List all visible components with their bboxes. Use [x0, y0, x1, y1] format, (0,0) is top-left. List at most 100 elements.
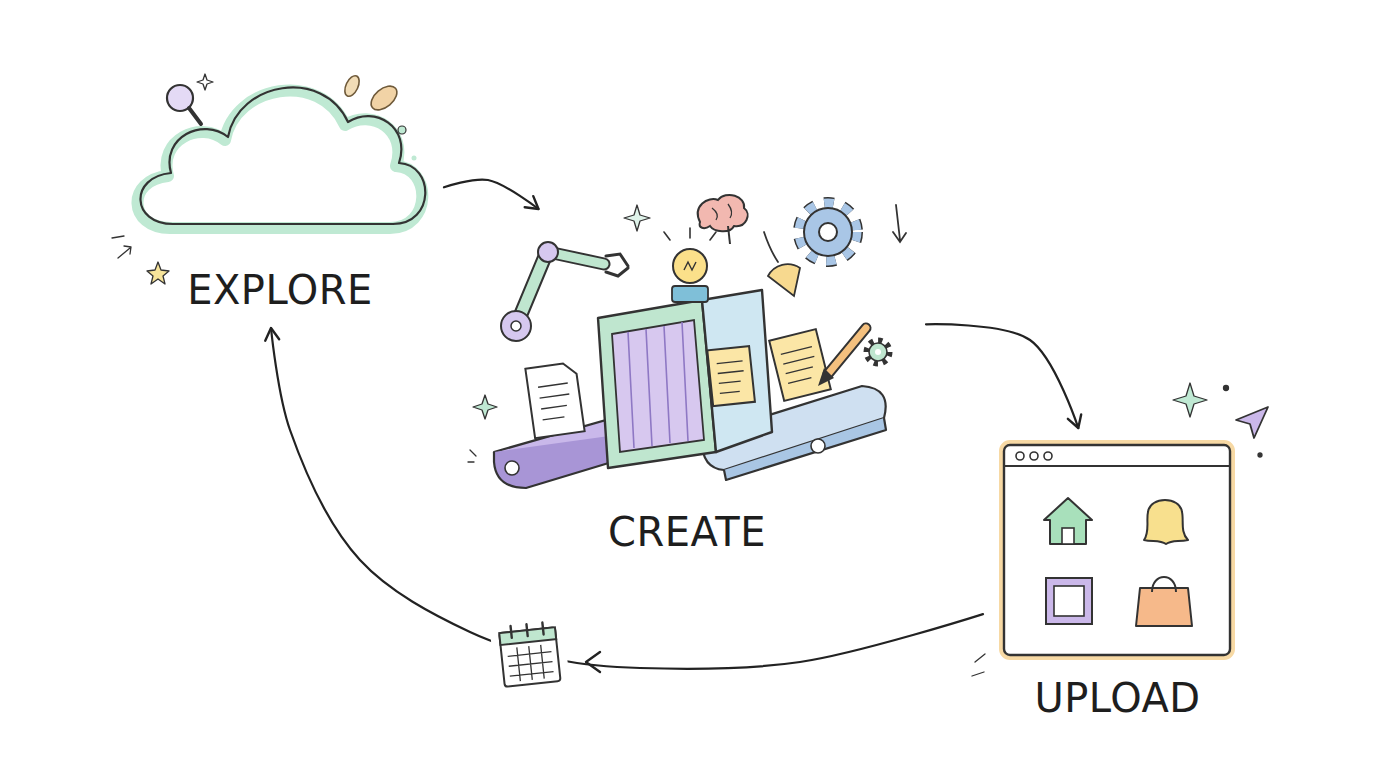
- document-icons: [525, 362, 584, 438]
- leaf-icons: [412, 156, 417, 161]
- gear-icons: [875, 349, 881, 355]
- document-icons: [525, 362, 584, 438]
- send-icon: [1236, 407, 1268, 438]
- sparkle-marks: [468, 450, 476, 462]
- browser-window: [1054, 586, 1084, 616]
- browser-window: [1004, 465, 1230, 467]
- send-icon: [1236, 407, 1268, 438]
- conveyor-belt: [505, 461, 519, 475]
- window-node: UPLOAD: [995, 438, 1240, 722]
- browser-window: [1004, 445, 1230, 655]
- flow-arrow: [926, 324, 1078, 428]
- magnifier-icon: [189, 108, 201, 124]
- stage-label: EXPLORE: [130, 266, 430, 314]
- document-icons: [707, 346, 755, 406]
- sparkle-marks: [473, 395, 497, 419]
- browser-window: [1062, 528, 1074, 544]
- sparkle-marks: [624, 205, 650, 231]
- robot-arm: [606, 254, 628, 276]
- robot-arm: [501, 242, 628, 341]
- browser-window: [1016, 452, 1024, 460]
- gear-icons: [800, 204, 856, 260]
- document-icons: [769, 329, 831, 401]
- calendar-icon: [511, 623, 544, 638]
- sparkle-marks: [972, 654, 985, 676]
- gear-icons: [764, 204, 906, 363]
- browser-window: [1044, 498, 1092, 544]
- document-icons: [538, 383, 572, 420]
- brain-icon: [698, 195, 748, 231]
- gear-icons: [819, 223, 837, 241]
- gear-icons: [764, 205, 906, 262]
- browser-window: [1004, 445, 1230, 655]
- sparkle-marks: [197, 74, 213, 90]
- lightbulb-icon: [664, 228, 716, 240]
- brain-icon: [728, 226, 730, 244]
- sparkle-marks: [112, 236, 124, 238]
- leaf-icons: [398, 126, 406, 134]
- brain-icon: [712, 204, 732, 220]
- sparkle-marks: [147, 262, 169, 284]
- pencil-icon: [818, 368, 834, 386]
- stage-label-text: CREATE: [604, 509, 770, 555]
- sparkle-marks: [1258, 453, 1262, 457]
- document-icons: [525, 329, 830, 438]
- robot-arm: [538, 242, 558, 262]
- stage-label: UPLOAD: [995, 674, 1240, 722]
- machine-body: [702, 290, 772, 452]
- browser-window: [1046, 578, 1092, 624]
- leaf-icons: [367, 81, 402, 114]
- machine-body: [672, 286, 708, 302]
- gear-icons: [804, 208, 852, 256]
- machine-node: CREATE: [462, 205, 912, 556]
- flow-arrow: [444, 180, 539, 209]
- machine-body: [598, 300, 716, 468]
- sparkle-marks: [1173, 383, 1207, 417]
- pencil-icon: [828, 328, 866, 374]
- document-icons: [707, 346, 755, 406]
- leaf-icons: [342, 73, 362, 98]
- browser-window: [1044, 452, 1052, 460]
- sparkle-marks: [112, 74, 1262, 676]
- arrow-head-mark: [586, 652, 600, 672]
- pencil-icon: [828, 328, 866, 374]
- robot-arm: [501, 311, 531, 341]
- gear-icons: [867, 341, 889, 363]
- calendar-icon: [499, 627, 560, 687]
- document-icons: [717, 361, 746, 394]
- browser-window: [1136, 588, 1192, 626]
- lightbulb-icon: [664, 228, 716, 283]
- browser-window: [1152, 577, 1176, 592]
- arrow-head-mark: [586, 652, 600, 672]
- lightbulb-icon: [684, 262, 696, 270]
- lightbulb-icon: [673, 249, 707, 283]
- sparkle-marks: [1224, 386, 1229, 391]
- calendar-icon: [507, 644, 554, 682]
- calendar-icon: [495, 621, 565, 691]
- calendar-icon: [495, 623, 565, 691]
- browser-window: [1144, 500, 1188, 544]
- leaf-icons: [342, 73, 417, 160]
- stage-label: CREATE: [462, 508, 912, 556]
- conveyor-belt: [811, 439, 825, 453]
- document-icons: [781, 347, 819, 384]
- document-icons: [769, 329, 831, 401]
- brain-icon: [698, 195, 748, 244]
- robot-arm: [511, 321, 521, 331]
- cloud-node: EXPLORE: [130, 50, 430, 314]
- gear-icons: [768, 264, 800, 296]
- stage-label-text: EXPLORE: [183, 267, 377, 313]
- browser-window: [1030, 452, 1038, 460]
- machine-body: [612, 320, 704, 452]
- machine-body: [598, 286, 772, 468]
- stage-label-text: UPLOAD: [1030, 675, 1204, 721]
- magnifier-icon: [167, 85, 201, 124]
- machine-body: [628, 322, 688, 448]
- gear-icons: [869, 343, 887, 361]
- pencil-icon: [818, 328, 866, 386]
- sparkle-marks: [118, 246, 131, 258]
- browser-window: [1004, 445, 1230, 655]
- gear-icons: [800, 204, 856, 260]
